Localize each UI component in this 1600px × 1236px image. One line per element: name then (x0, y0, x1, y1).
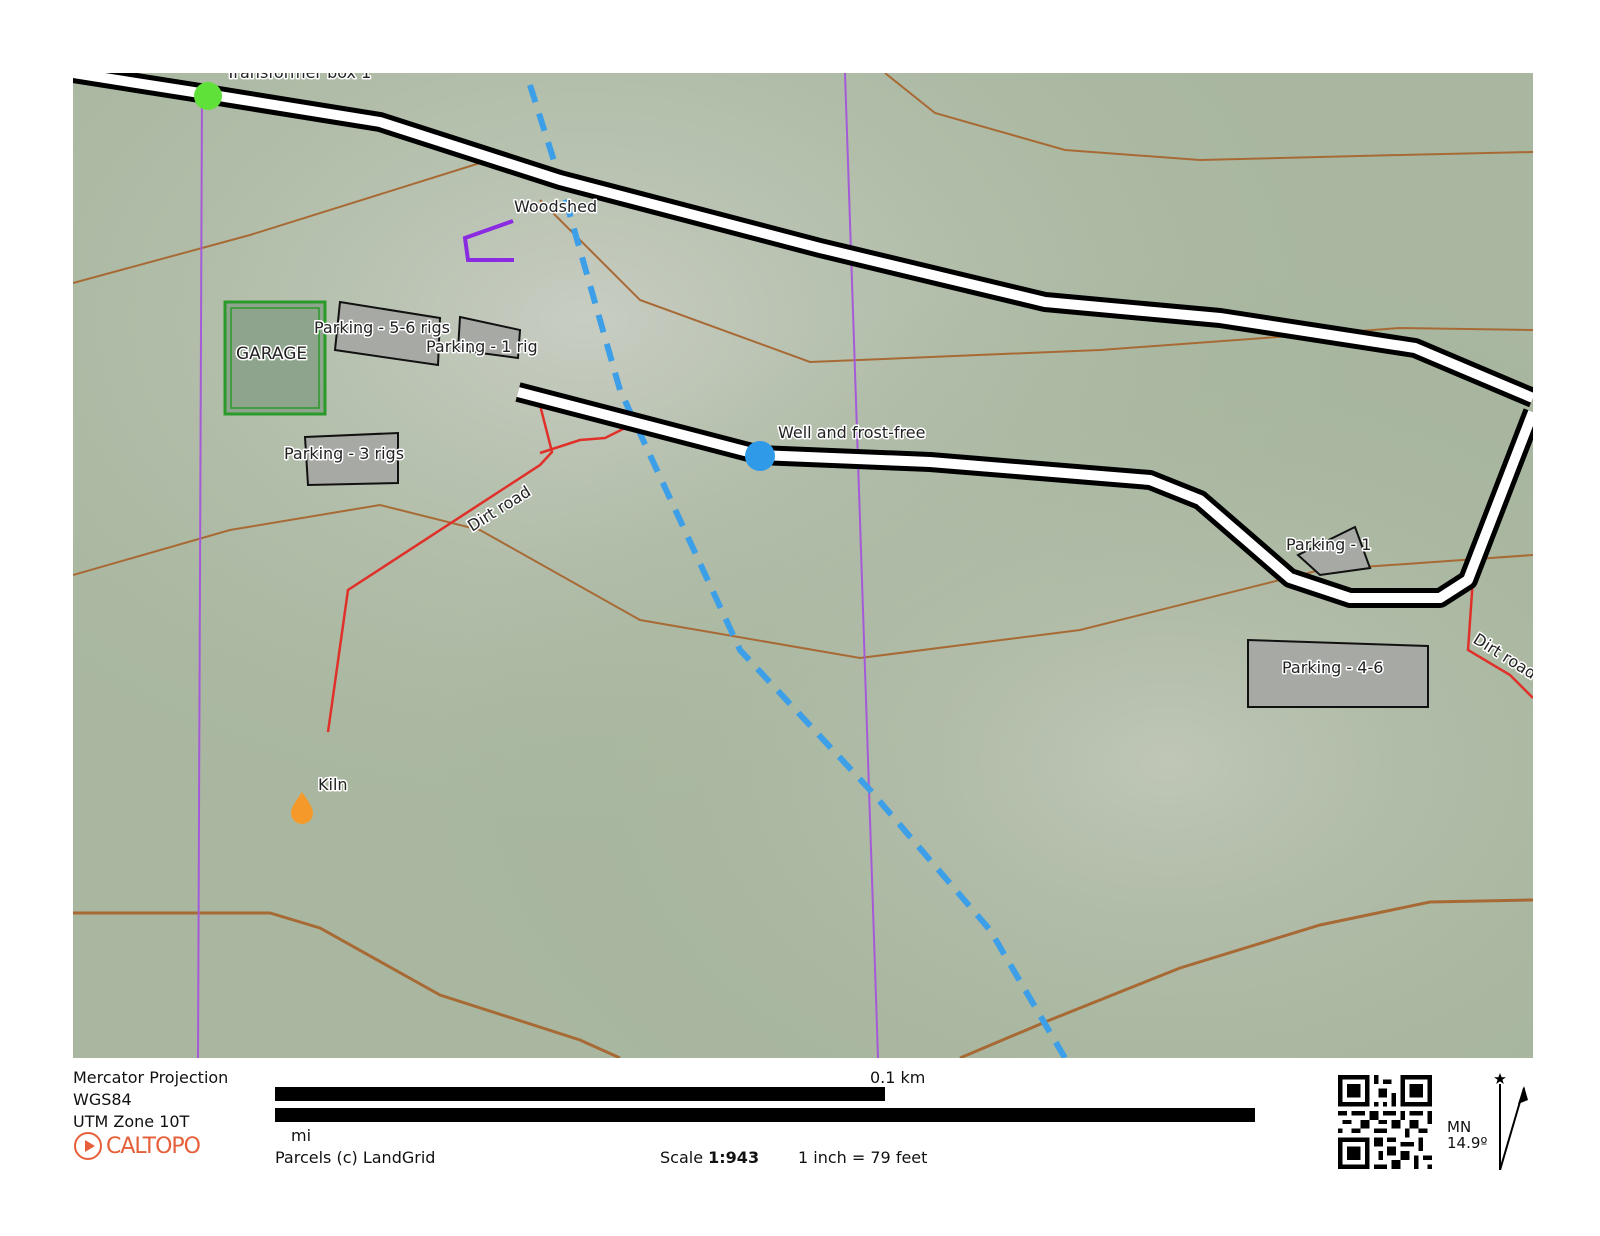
parking-4-6-label: Parking - 4-6 (1282, 658, 1383, 677)
transformer-label: Transformer box 1 (225, 63, 371, 82)
kiln-label: Kiln (318, 775, 348, 794)
kiln-marker[interactable] (291, 792, 313, 824)
declination-label: MN (1447, 1118, 1472, 1136)
scale-km-label: 0.1 km (870, 1068, 926, 1087)
scale-text: Scale 1:943 (660, 1148, 759, 1167)
true-north-star-icon (1494, 1073, 1506, 1084)
parcel-lines (197, 73, 879, 1058)
contour-line (73, 162, 481, 284)
qr-code-icon (1338, 1075, 1432, 1169)
parking-1-rig-label: Parking - 1 rig (426, 337, 538, 356)
caltopo-play-icon (74, 1132, 102, 1160)
scale-prefix: Scale (660, 1148, 704, 1167)
parking-1-label: Parking - 1 (1286, 535, 1371, 554)
parking-5-6-label: Parking - 5-6 rigs (314, 318, 450, 337)
parcel-line (844, 73, 879, 1058)
parking-1-rig-shape (456, 315, 522, 360)
contour-line (959, 898, 1533, 1058)
garage-shape (223, 300, 327, 416)
parcels-credit: Parcels (c) LandGrid (275, 1148, 436, 1167)
contour-line (539, 199, 1533, 364)
scale-mi-label: mi (291, 1126, 312, 1145)
datum-label: WGS84 (73, 1090, 132, 1109)
garage-inner-outline (230, 307, 320, 409)
well-marker[interactable] (745, 441, 775, 471)
garage-label: GARAGE (236, 344, 307, 364)
inch-equivalent: 1 inch = 79 feet (798, 1148, 928, 1167)
dirt-road-line (326, 404, 554, 733)
parking-1-shape (1296, 525, 1372, 577)
parking-areas (303, 300, 1429, 708)
north-arrow-icon (1494, 1073, 1528, 1170)
woodshed-shape (462, 219, 514, 262)
roads (73, 73, 1533, 608)
scale-bar-km (275, 1087, 885, 1101)
contour-lines (73, 73, 1533, 1058)
parking-4-6-shape (1247, 638, 1429, 708)
parking-3-label: Parking - 3 rigs (284, 444, 404, 463)
scale-bar-mi (275, 1108, 1255, 1122)
road-fill (516, 387, 1533, 603)
woodshed-label: Woodshed (514, 197, 597, 216)
dirt-road-line (1466, 577, 1533, 699)
contour-line (73, 911, 621, 1058)
magnetic-north-arrowhead (1518, 1086, 1528, 1104)
contour-line (884, 73, 1533, 162)
scale-ratio: 1:943 (708, 1148, 760, 1167)
road-fill (73, 73, 1533, 403)
well-label: Well and frost-free (778, 423, 925, 442)
contour-line (73, 503, 1533, 660)
parking-5-6-shape (333, 300, 442, 367)
caltopo-wordmark: CALTOPO (106, 1133, 201, 1159)
transformer-marker[interactable] (194, 82, 222, 110)
caltopo-logo: CALTOPO (74, 1132, 201, 1160)
map-frame[interactable]: Transformer box 1 Woodshed GARAGE Parkin… (73, 63, 1540, 1058)
utm-zone-label: UTM Zone 10T (73, 1112, 190, 1131)
projection-label: Mercator Projection (73, 1068, 229, 1087)
parcel-line (197, 89, 203, 1058)
parking-3-shape (303, 431, 399, 487)
declination-value: 14.9º (1447, 1134, 1488, 1152)
